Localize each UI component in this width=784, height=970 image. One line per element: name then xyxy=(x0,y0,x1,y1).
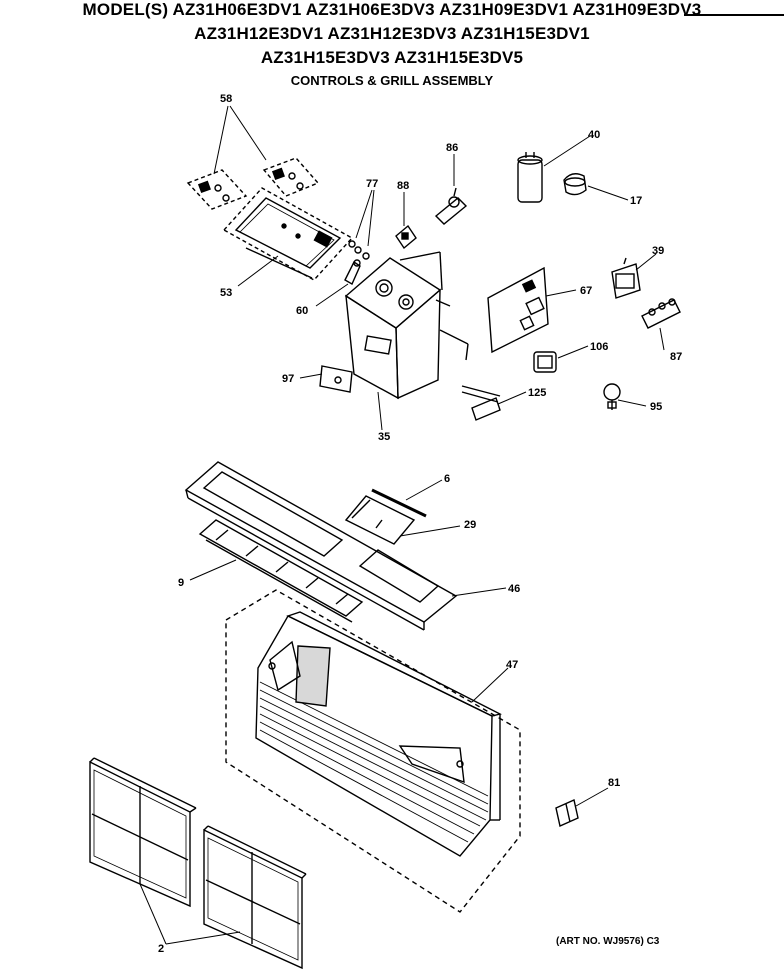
part-47-front-cover xyxy=(225,589,521,913)
part-97-plate xyxy=(319,365,353,393)
callout-labels: 58 53 77 88 86 40 17 60 39 67 87 106 97 … xyxy=(158,93,682,955)
callout-125: 125 xyxy=(528,387,546,399)
callout-97: 97 xyxy=(282,373,294,385)
part-40-capacitor xyxy=(517,152,543,203)
callout-47: 47 xyxy=(506,659,518,671)
callout-86: 86 xyxy=(446,142,458,154)
part-46-grille-frame xyxy=(184,461,458,631)
callout-81: 81 xyxy=(608,777,620,789)
part-86-thermostat xyxy=(434,187,468,225)
callout-60: 60 xyxy=(296,305,308,317)
callout-46: 46 xyxy=(508,583,520,595)
callout-106: 106 xyxy=(590,341,608,353)
header-rule xyxy=(684,14,784,16)
part-6-rod xyxy=(371,488,427,518)
part-88-switch xyxy=(395,224,417,250)
part-53-control-panel xyxy=(222,187,354,281)
part-77-screws xyxy=(348,240,370,260)
callout-67: 67 xyxy=(580,285,592,297)
part-81-clip xyxy=(555,799,579,827)
diagram-subtitle: CONTROLS & GRILL ASSEMBLY xyxy=(290,73,494,88)
model-list-line-1: MODEL(S) AZ31H06E3DV1 AZ31H06E3DV3 AZ31H… xyxy=(82,0,702,19)
callout-95: 95 xyxy=(650,401,662,413)
model-list-line-2: AZ31H12E3DV1 AZ31H12E3DV3 AZ31H15E3DV1 xyxy=(194,24,590,43)
callout-53: 53 xyxy=(220,287,232,299)
callout-58: 58 xyxy=(220,93,232,105)
callout-40: 40 xyxy=(588,129,600,141)
leader-lines xyxy=(139,105,665,945)
callout-29: 29 xyxy=(464,519,476,531)
callout-6: 6 xyxy=(444,473,450,485)
part-125-sensor-bracket xyxy=(461,385,501,421)
callout-88: 88 xyxy=(397,180,409,192)
part-2-filter-right xyxy=(203,825,307,970)
part-60-clip xyxy=(344,259,361,285)
model-list-line-3: AZ31H15E3DV3 AZ31H15E3DV5 xyxy=(260,48,524,67)
callout-87: 87 xyxy=(670,351,682,363)
callout-77: 77 xyxy=(366,178,378,190)
part-2-filter-left xyxy=(89,757,197,908)
callout-17: 17 xyxy=(630,195,642,207)
callout-2: 2 xyxy=(158,943,164,955)
part-39-relay xyxy=(611,257,641,299)
art-number: (ART NO. WJ9576) C3 xyxy=(556,936,660,947)
part-95-lamp xyxy=(603,383,621,410)
callout-39: 39 xyxy=(652,245,664,257)
callout-35: 35 xyxy=(378,431,390,443)
part-35-control-box xyxy=(344,251,469,400)
part-9-louver xyxy=(198,519,364,623)
callout-9: 9 xyxy=(178,577,184,589)
part-29-access-door xyxy=(344,495,416,545)
part-67-circuit-board xyxy=(487,266,549,354)
part-58-knobs xyxy=(186,157,320,210)
part-106-transformer xyxy=(533,351,557,373)
part-17-strap xyxy=(563,173,587,196)
part-87-terminal-block xyxy=(641,298,681,329)
